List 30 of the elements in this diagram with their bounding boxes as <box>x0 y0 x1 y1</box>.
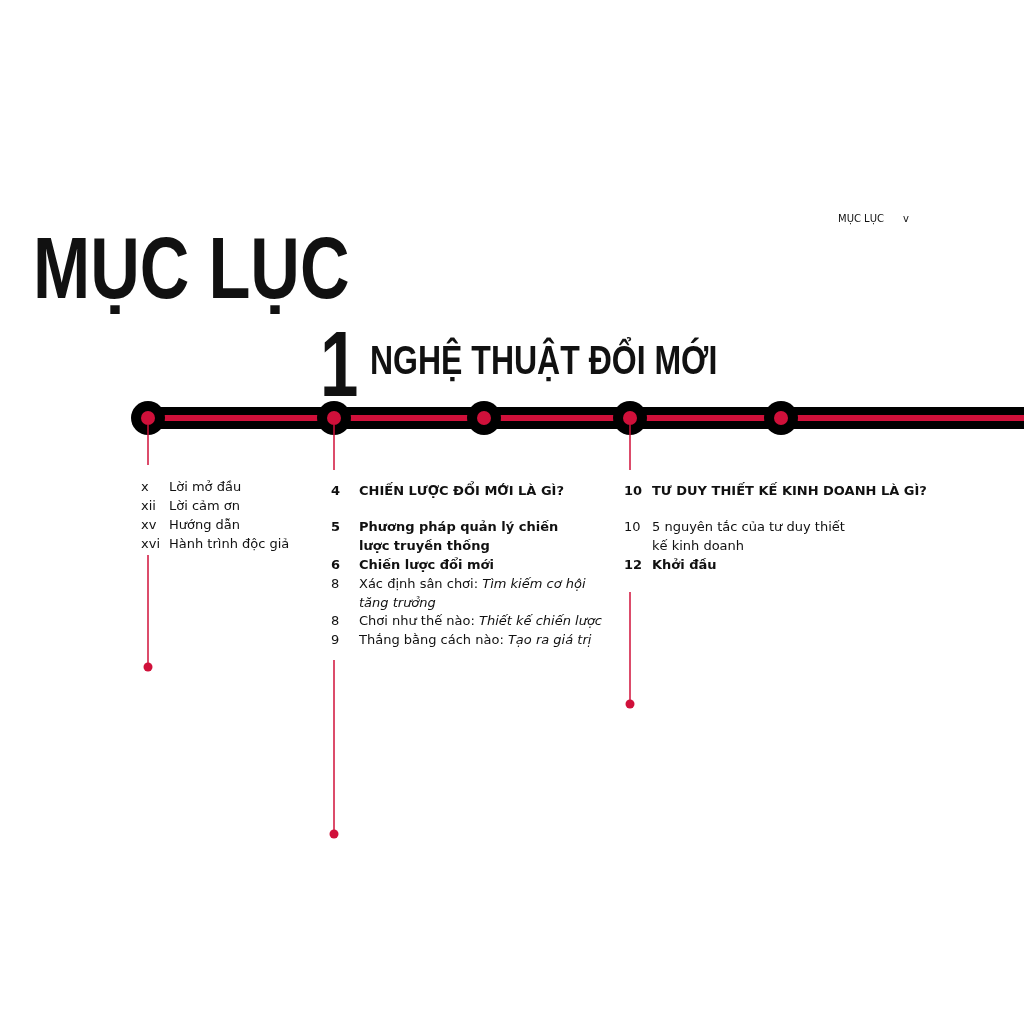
page-number: 10 <box>624 518 642 536</box>
toc-entry: Lời cảm ơn <box>169 497 242 515</box>
toc-entry: Hành trình độc giả <box>169 535 291 553</box>
toc-entry: Xác định sân chơi: Tìm kiếm cơ hội tăng trưởng <box>359 575 587 612</box>
page-number: 10 <box>624 482 644 500</box>
toc-entry: Lời mở đầu <box>169 478 243 496</box>
page-number: 9 <box>331 631 341 649</box>
running-head: MỤC LỤC <box>838 212 884 227</box>
part-number: 1 <box>320 318 359 410</box>
toc-entry: CHIẾN LƯỢC ĐỔI MỚI LÀ GÌ? <box>359 481 565 500</box>
page-number: 8 <box>331 612 341 630</box>
page-number: 8 <box>331 575 341 593</box>
toc-entry: Chơi như thế nào: Thiết kế chiến lược <box>359 612 603 630</box>
toc-entry: Khởi đầu <box>652 556 718 574</box>
toc-entry: Chiến lược đổi mới <box>359 556 495 574</box>
toc-entry: Hướng dẫn <box>169 516 242 534</box>
page-number: x <box>141 478 150 496</box>
page-number: 6 <box>331 556 342 574</box>
toc-entry: 5 nguyên tắc của tư duy thiết kế kinh doanh <box>652 518 846 555</box>
page-number: xvi <box>141 535 161 553</box>
toc-entry: Thắng bằng cách nào: Tạo ra giá trị <box>359 631 593 649</box>
page-number: 4 <box>331 482 342 500</box>
toc-entry: Phương pháp quản lý chiến lược truyền thống <box>359 518 560 555</box>
page-number: xv <box>141 516 158 534</box>
page-number: 5 <box>331 518 342 536</box>
page-number: xii <box>141 497 157 515</box>
page-number: 12 <box>624 556 644 574</box>
page-number: v <box>903 212 909 226</box>
toc-entry: TƯ DUY THIẾT KẾ KINH DOANH LÀ GÌ? <box>652 481 928 500</box>
page-title: MỤC LỤC <box>33 224 350 312</box>
